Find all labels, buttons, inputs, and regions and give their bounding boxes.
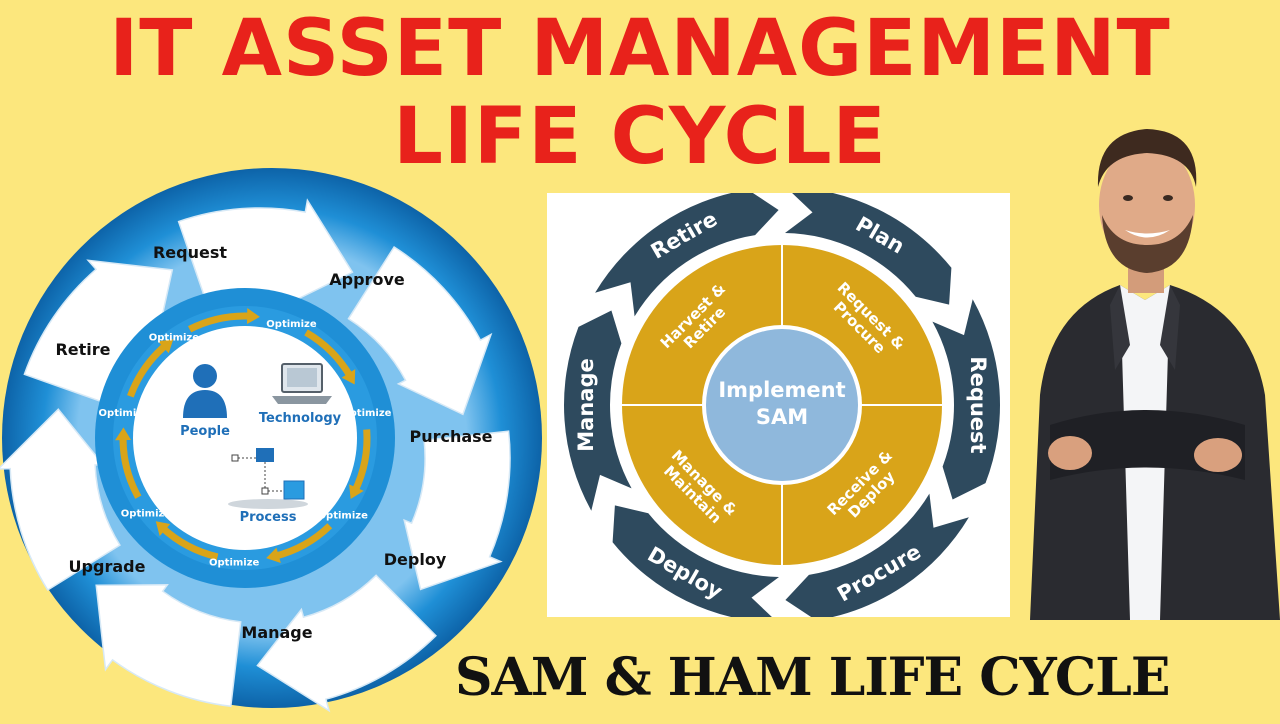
sam-outer-segment bbox=[595, 189, 779, 317]
face bbox=[1099, 143, 1195, 267]
ham-stage-arrow bbox=[0, 408, 121, 592]
hair bbox=[1097, 129, 1197, 187]
ham-stage-arrow bbox=[256, 574, 437, 713]
subtitle-banner: SAM & HAM LIFE CYCLE bbox=[455, 647, 1170, 708]
optimize-arrow bbox=[351, 429, 371, 494]
optimize-arrow bbox=[119, 435, 142, 499]
crossed-arms bbox=[1050, 410, 1245, 480]
sam-outer-ring bbox=[564, 187, 1000, 623]
optimize-label: Optimize bbox=[266, 319, 317, 330]
optimize-arrowhead bbox=[341, 369, 356, 385]
presenter-photo bbox=[1010, 95, 1280, 620]
sam-outer-label: Request bbox=[966, 356, 990, 453]
stage-retire: Retire bbox=[55, 340, 110, 359]
sam-outer-segment bbox=[932, 299, 1000, 500]
optimize-label: Optimize bbox=[99, 408, 150, 419]
optimize-arrow bbox=[304, 329, 354, 379]
optimize-label: Optimize bbox=[121, 509, 172, 520]
people-icon bbox=[183, 364, 227, 418]
ham-arrow-group bbox=[0, 198, 511, 713]
optimize-label: Optimize bbox=[149, 332, 200, 343]
hand-left bbox=[1048, 436, 1092, 470]
optimize-arrowhead bbox=[349, 484, 364, 499]
laptop-icon bbox=[272, 363, 332, 404]
optimize-arrowhead bbox=[266, 547, 281, 563]
process-label: Process bbox=[240, 510, 297, 525]
sam-outer-label: Manage bbox=[574, 358, 598, 451]
sam-outer-segment bbox=[785, 187, 952, 305]
title-line-1: IT ASSET MANAGEMENT bbox=[109, 4, 1171, 94]
ham-stage-arrow bbox=[347, 245, 493, 416]
optimize-arrow bbox=[273, 523, 333, 560]
stage-upgrade: Upgrade bbox=[69, 557, 146, 576]
optimize-arrowhead bbox=[158, 339, 174, 354]
stage-manage: Manage bbox=[241, 623, 312, 642]
optimize-label: Optimize bbox=[318, 510, 369, 521]
sam-center-line-2: SAM bbox=[756, 405, 808, 429]
optimize-arrowhead bbox=[115, 427, 132, 441]
stage-deploy: Deploy bbox=[384, 550, 447, 569]
optimize-arrow bbox=[127, 341, 169, 398]
stage-request: Request bbox=[153, 243, 227, 262]
people-label: People bbox=[180, 424, 230, 439]
optimize-arrow-group bbox=[115, 308, 371, 563]
beard bbox=[1102, 215, 1193, 273]
optimize-label: Optimize bbox=[209, 558, 260, 569]
sam-outer-segment bbox=[612, 505, 779, 623]
sam-center-circle bbox=[706, 329, 858, 481]
optimize-arrow bbox=[159, 524, 219, 561]
stage-purchase: Purchase bbox=[409, 427, 492, 446]
optimize-arrowhead bbox=[246, 308, 260, 325]
optimize-label: Optimize bbox=[341, 408, 392, 419]
process-icon bbox=[228, 448, 308, 509]
optimize-arrowhead bbox=[155, 521, 171, 537]
ham-stage-arrow bbox=[95, 584, 242, 708]
sam-center-line-1: Implement bbox=[718, 378, 845, 402]
hand-right bbox=[1194, 438, 1242, 472]
technology-label: Technology bbox=[259, 411, 342, 426]
optimize-arrow bbox=[188, 312, 252, 333]
stage-approve: Approve bbox=[329, 270, 405, 289]
ham-stage-arrow bbox=[403, 430, 511, 591]
ham-stage-labels: Request Approve Purchase Deploy Manage U… bbox=[55, 243, 492, 642]
sam-outer-segment bbox=[564, 310, 632, 511]
title-line-2: LIFE CYCLE bbox=[393, 92, 887, 182]
sam-outer-segment bbox=[785, 493, 969, 621]
